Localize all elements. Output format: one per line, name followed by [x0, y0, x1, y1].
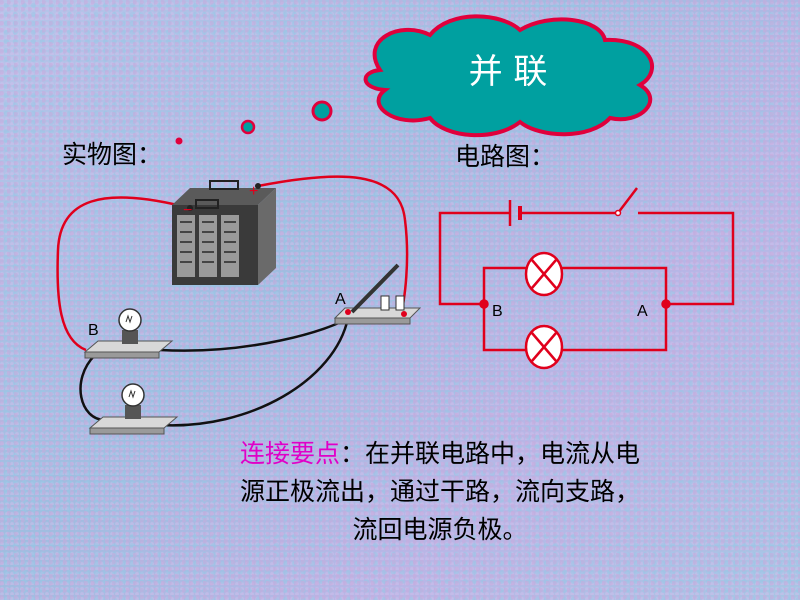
physical-diagram-label: 实物图： [62, 140, 162, 169]
branch1-left [482, 266, 526, 304]
branch1-right [562, 266, 668, 304]
circuit-wire-left [438, 211, 510, 306]
note-line-1-rest: ：在并联电路中，电流从电 [340, 439, 641, 468]
physical-point-a: A [335, 291, 346, 308]
wire-bulb2 [159, 317, 350, 427]
circuit-schematic [438, 187, 735, 370]
physical-diagram: − + A B [56, 175, 422, 435]
circuit-point-a: A [637, 303, 648, 320]
node-b-dot [479, 299, 489, 309]
branch2-left [482, 304, 526, 352]
page-title: 并 联 [469, 52, 548, 92]
wire-branch-b [79, 354, 106, 422]
branch2-right [562, 304, 668, 352]
thought-dot-medium [240, 119, 256, 135]
battery-icon: − + [172, 180, 276, 285]
lamp-symbol-2 [524, 324, 564, 370]
thought-dot-small [175, 137, 183, 145]
bulb-icon-1 [83, 308, 174, 359]
switch-symbol [617, 187, 638, 214]
thought-dot-large [311, 100, 333, 122]
note-line-3: 流回电源负极。 [352, 515, 528, 544]
connection-note: 连接要点：在并联电路中，电流从电 源正极流出，通过干路，流向支路， 流回电源负极… [150, 435, 730, 549]
note-line-2: 源正极流出，通过干路，流向支路， [239, 477, 640, 506]
battery-minus-label: − [183, 202, 192, 219]
wire-bulb1 [159, 316, 349, 352]
circuit-point-b: B [492, 303, 503, 320]
node-a-dot [661, 299, 671, 309]
circuit-wire-right [638, 211, 735, 306]
wire-negative [56, 196, 191, 352]
switch-icon [333, 263, 422, 325]
battery-plus-label: + [249, 183, 258, 200]
note-line-1: 连接要点：在并联电路中，电流从电 [150, 435, 730, 473]
bulb-icon-2 [88, 383, 179, 435]
note-highlight: 连接要点 [239, 439, 340, 468]
lamp-symbol-1 [524, 251, 564, 297]
wire-positive [257, 175, 409, 319]
title-cloud: 并 联 [363, 14, 654, 138]
circuit-diagram-label: 电路图： [455, 142, 555, 171]
physical-point-b: B [88, 322, 99, 339]
